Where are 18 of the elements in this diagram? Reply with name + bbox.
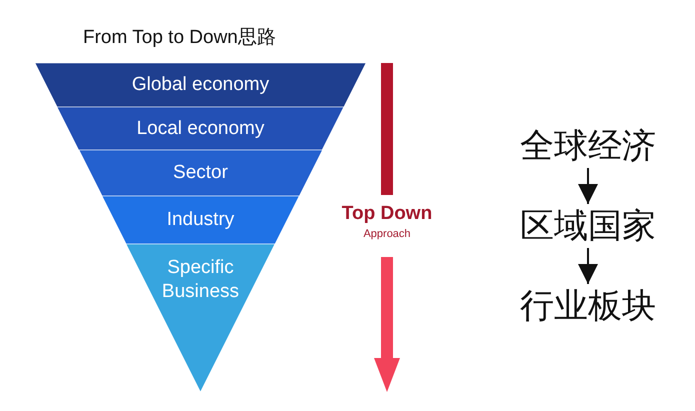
arrow-label: Top Down [340,203,434,225]
down-arrow [578,248,598,284]
band-label: Sector [172,161,229,185]
step-text: 区域国家 [520,206,656,246]
band-label: Local economy [136,116,266,140]
funnel-band [57,107,344,150]
step-text: 全球经济 [520,126,656,166]
band-label: Specific Business [160,256,240,304]
step-text: 行业板块 [520,286,656,326]
funnel-band [102,196,300,244]
down-arrow [578,168,598,204]
funnel-band [35,63,366,107]
band-label: Industry [166,208,236,232]
funnel-tip [126,244,275,392]
arrow-sublabel: Approach [362,228,412,240]
band-label: Global economy [130,73,270,97]
diagram-title: From Top to Down思路 [83,26,276,50]
funnel-band [78,150,322,196]
